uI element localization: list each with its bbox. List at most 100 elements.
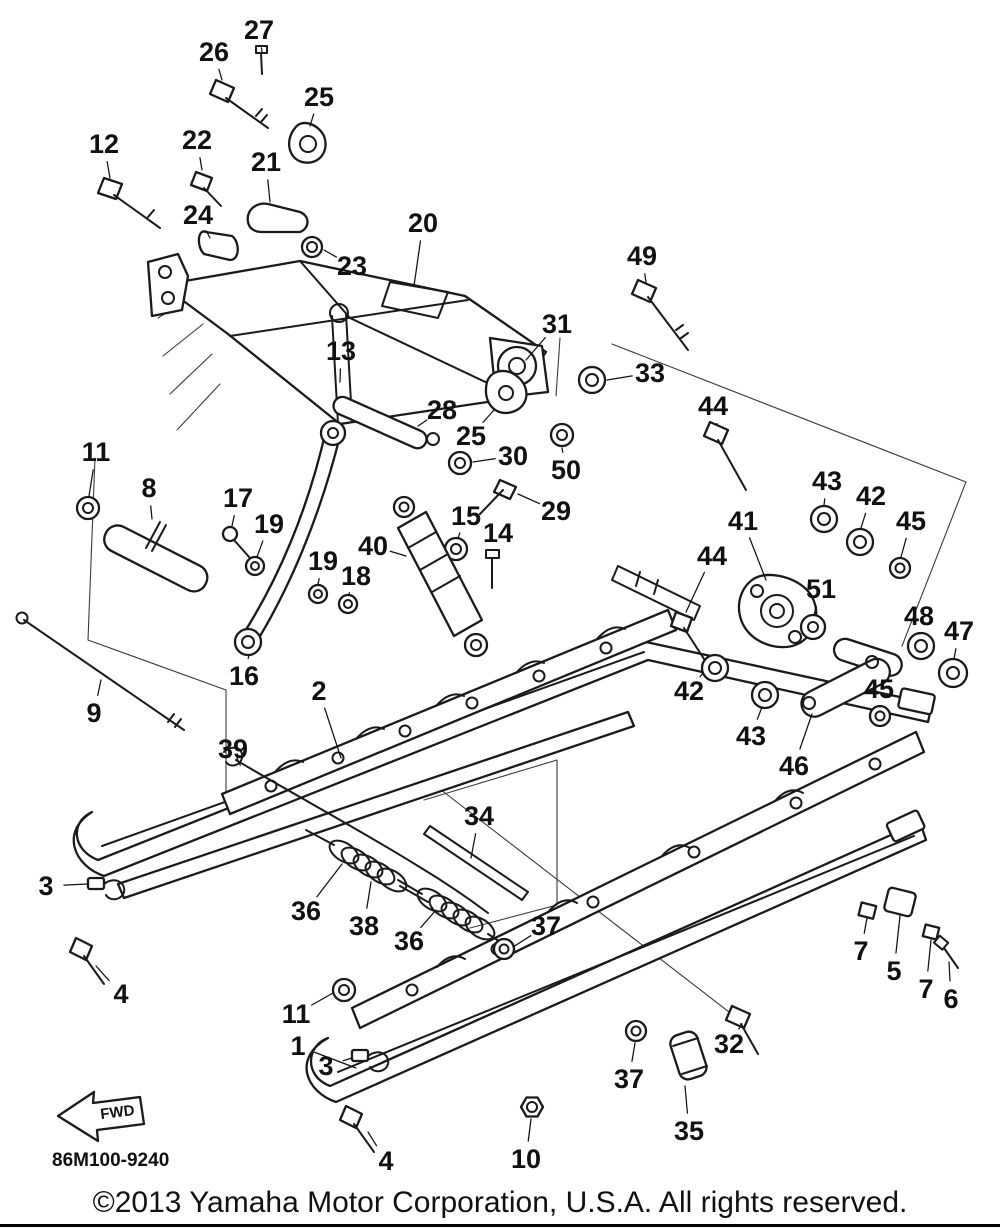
fwd-arrow-shape: [56, 1090, 146, 1143]
washer: [244, 555, 266, 577]
callout-leader: [823, 498, 826, 506]
callout-leader: [231, 514, 235, 527]
callout-label: 17: [223, 483, 253, 513]
fwd-arrow: FWD: [56, 1090, 146, 1143]
callout-leaders: [63, 47, 957, 1147]
bolt: [630, 278, 658, 304]
damper-stopper: [484, 369, 528, 415]
wheel-spacer: [906, 631, 936, 661]
callout-label: 48: [904, 601, 934, 631]
torsion-spring-front: [305, 829, 429, 903]
copyright-text: ©2013 Yamaha Motor Corporation, U.S.A. A…: [92, 1186, 908, 1219]
callout-label: 45: [864, 674, 894, 704]
callout-label: 14: [483, 518, 513, 548]
bottom-border: [0, 1224, 1000, 1227]
callout-leader: [472, 458, 496, 463]
callout-leader: [470, 833, 477, 859]
callout-label: 19: [308, 546, 338, 576]
clip: [921, 923, 941, 941]
callout-label: 43: [812, 466, 842, 496]
callout-leader: [389, 550, 407, 557]
callout-leader: [895, 915, 901, 954]
callout-label: 40: [358, 531, 388, 561]
callout-leader: [309, 113, 315, 127]
callout-leader: [631, 1042, 636, 1062]
bushing: [809, 504, 839, 534]
lower-slide-rail: [305, 820, 928, 1104]
callout-leader: [150, 505, 153, 520]
front-damper: [103, 524, 209, 593]
wheel-spacer: [937, 657, 969, 689]
torsion-spring-rear: [397, 879, 517, 953]
washer: [337, 593, 359, 615]
damper-stopper: [287, 121, 327, 164]
front-arm-parts: [15, 419, 489, 731]
bolt: [96, 176, 124, 201]
callout-label: 33: [635, 358, 665, 388]
callout-leader: [420, 909, 437, 929]
callout-leader: [606, 375, 633, 381]
callout-leader: [95, 965, 110, 982]
callout-leader: [863, 917, 868, 934]
callout-label: 16: [229, 661, 259, 691]
shock-absorber: [396, 510, 484, 638]
slide-rails: [72, 565, 936, 1104]
stopper-bracket: [197, 230, 239, 262]
bolt: [485, 549, 500, 559]
callout-label: 7: [918, 974, 933, 1004]
callout-label: 6: [943, 984, 958, 1014]
hook: [350, 1048, 370, 1063]
rear-pivot-plate: [737, 573, 818, 649]
callout-label: 25: [456, 421, 486, 451]
upper-slide-rail: [72, 640, 934, 878]
callout-label: 39: [218, 734, 248, 764]
callout-label: 50: [551, 455, 581, 485]
callout-label: 15: [451, 501, 481, 531]
upper-wear-strip: [116, 710, 636, 900]
washer: [331, 977, 357, 1003]
callout-label: 43: [736, 721, 766, 751]
callout-label: 49: [627, 241, 657, 271]
front-pivot-assembly: [96, 45, 607, 589]
callout-label: 42: [674, 676, 704, 706]
callout-label: 44: [698, 391, 728, 421]
callout-leader: [699, 672, 704, 678]
callout-label: 1: [290, 1031, 305, 1061]
callout-label: 38: [349, 911, 379, 941]
screw: [932, 934, 950, 951]
callout-leader: [482, 409, 495, 424]
callout-leader: [685, 571, 706, 613]
callout-label: 22: [182, 125, 212, 155]
washer: [577, 365, 607, 395]
callout-leader: [517, 493, 541, 505]
callout-leader: [267, 179, 271, 203]
callout-leader: [323, 707, 342, 759]
tension-rod: [23, 619, 185, 731]
callout-label: 3: [318, 1051, 333, 1081]
callout-label: 25: [304, 82, 334, 112]
callout-leader: [413, 240, 422, 287]
callout-label: 29: [541, 496, 571, 526]
callout-label: 18: [341, 561, 371, 591]
callout-label: 4: [378, 1146, 393, 1176]
callout-label: 51: [806, 574, 836, 604]
callout-label: 47: [944, 616, 974, 646]
rear-suspension-parts: [630, 278, 969, 728]
callout-leader: [88, 469, 94, 497]
callout-label: 19: [254, 509, 284, 539]
callout-leader: [63, 883, 89, 886]
callout-label: 21: [251, 147, 281, 177]
pivot-shaft: [332, 395, 428, 450]
callout-leader: [106, 161, 111, 179]
callout-leader: [97, 679, 102, 697]
fwd-label: FWD: [99, 1102, 135, 1123]
callout-label: 35: [674, 1116, 704, 1146]
callout-label: 36: [394, 926, 424, 956]
callout-leader: [738, 1023, 743, 1030]
clip: [857, 901, 878, 920]
bolt: [338, 1104, 364, 1130]
bolt: [68, 936, 94, 962]
callout-label: 45: [896, 506, 926, 536]
